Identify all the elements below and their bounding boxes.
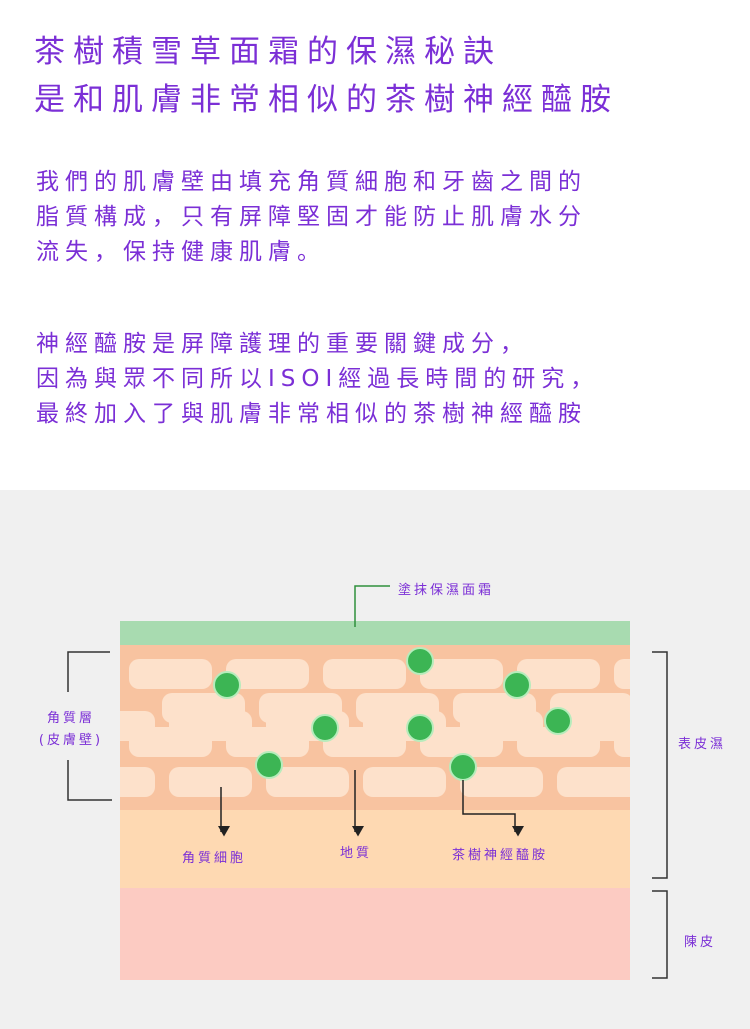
title-line-1: 茶樹積雪草面霜的保濕秘訣 [34, 34, 502, 70]
keratinocyte-brick [647, 693, 730, 723]
stratum-corneum-label: 角質層 (皮膚壁) [26, 708, 116, 752]
stratum-bracket-line [67, 651, 112, 801]
paragraph-line: 因為與眾不同所以ISOI經過長時間的研究， [36, 366, 600, 392]
brick-group [120, 659, 730, 797]
ceramide-label: 茶樹神經醯胺 [452, 848, 549, 863]
keratinocyte-brick [453, 693, 536, 723]
keratinocyte-brick [517, 659, 600, 689]
ceramide-dot [213, 671, 241, 699]
dermis-bracket-line [652, 890, 668, 979]
keratinocyte-brick [266, 767, 349, 797]
epidermis-label: 表皮濕 [678, 737, 727, 752]
dermis-label: 陳皮 [684, 935, 717, 950]
keratinocyte-brick [323, 659, 406, 689]
keratinocyte-brick [460, 767, 543, 797]
paragraph-line: 脂質構成，只有屏障堅固才能防止肌膚水分 [36, 204, 587, 230]
keratinocyte-brick [557, 767, 630, 797]
paragraph-line: 最終加入了與肌膚非常相似的茶樹神經醯胺 [36, 401, 587, 427]
ceramide-dot [406, 714, 434, 742]
paragraph-line: 神經醯胺是屏障護理的重要關鍵成分， [36, 331, 529, 357]
keratinocyte-brick [420, 659, 503, 689]
keratinocyte-label: 角質細胞 [182, 851, 247, 866]
ceramide-dot [311, 714, 339, 742]
ceramide-dot [406, 647, 434, 675]
keratinocyte-brick [323, 727, 406, 757]
ceramide-dot [503, 671, 531, 699]
keratinocyte-brick [420, 727, 503, 757]
paragraph-line: 我們的肌膚壁由填充角質細胞和牙齒之間的 [36, 169, 587, 195]
keratinocyte-brick [363, 767, 446, 797]
ceramide-dot [255, 751, 283, 779]
keratinocyte-brick [120, 767, 155, 797]
paragraph-2: 神經醯胺是屏障護理的重要關鍵成分， 因為與眾不同所以ISOI經過長時間的研究， … [36, 327, 599, 432]
keratinocyte-brick [129, 659, 212, 689]
cream-label: 塗抹保濕面霜 [398, 583, 495, 598]
keratinocyte-brick [226, 727, 309, 757]
keratinocyte-brick [614, 659, 630, 689]
keratinocyte-brick [517, 727, 600, 757]
epidermis-lower-layer [120, 810, 630, 888]
keratinocyte-brick [169, 767, 252, 797]
title-line-2: 是和肌膚非常相似的茶樹神經醯胺 [34, 82, 619, 118]
keratinocyte-brick [129, 727, 212, 757]
cream-pointer-line [354, 585, 390, 627]
keratinocyte-brick [614, 727, 630, 757]
stratum-label-line: 角質層 [46, 711, 95, 726]
epidermis-bracket-line [652, 651, 668, 879]
ceramide-dot [449, 753, 477, 781]
dermis-layer [120, 888, 630, 980]
paragraph-1: 我們的肌膚壁由填充角質細胞和牙齒之間的 脂質構成，只有屏障堅固才能防止肌膚水分 … [36, 165, 587, 270]
matrix-label: 地質 [340, 846, 373, 861]
ceramide-dot [544, 707, 572, 735]
ceramide-arrow [462, 780, 524, 837]
keratinocyte-brick [226, 659, 309, 689]
keratinocyte-brick [162, 693, 245, 723]
paragraph-line: 流失，保持健康肌膚。 [36, 239, 326, 265]
stratum-label-line: (皮膚壁) [38, 733, 104, 748]
cream-layer [120, 621, 630, 645]
